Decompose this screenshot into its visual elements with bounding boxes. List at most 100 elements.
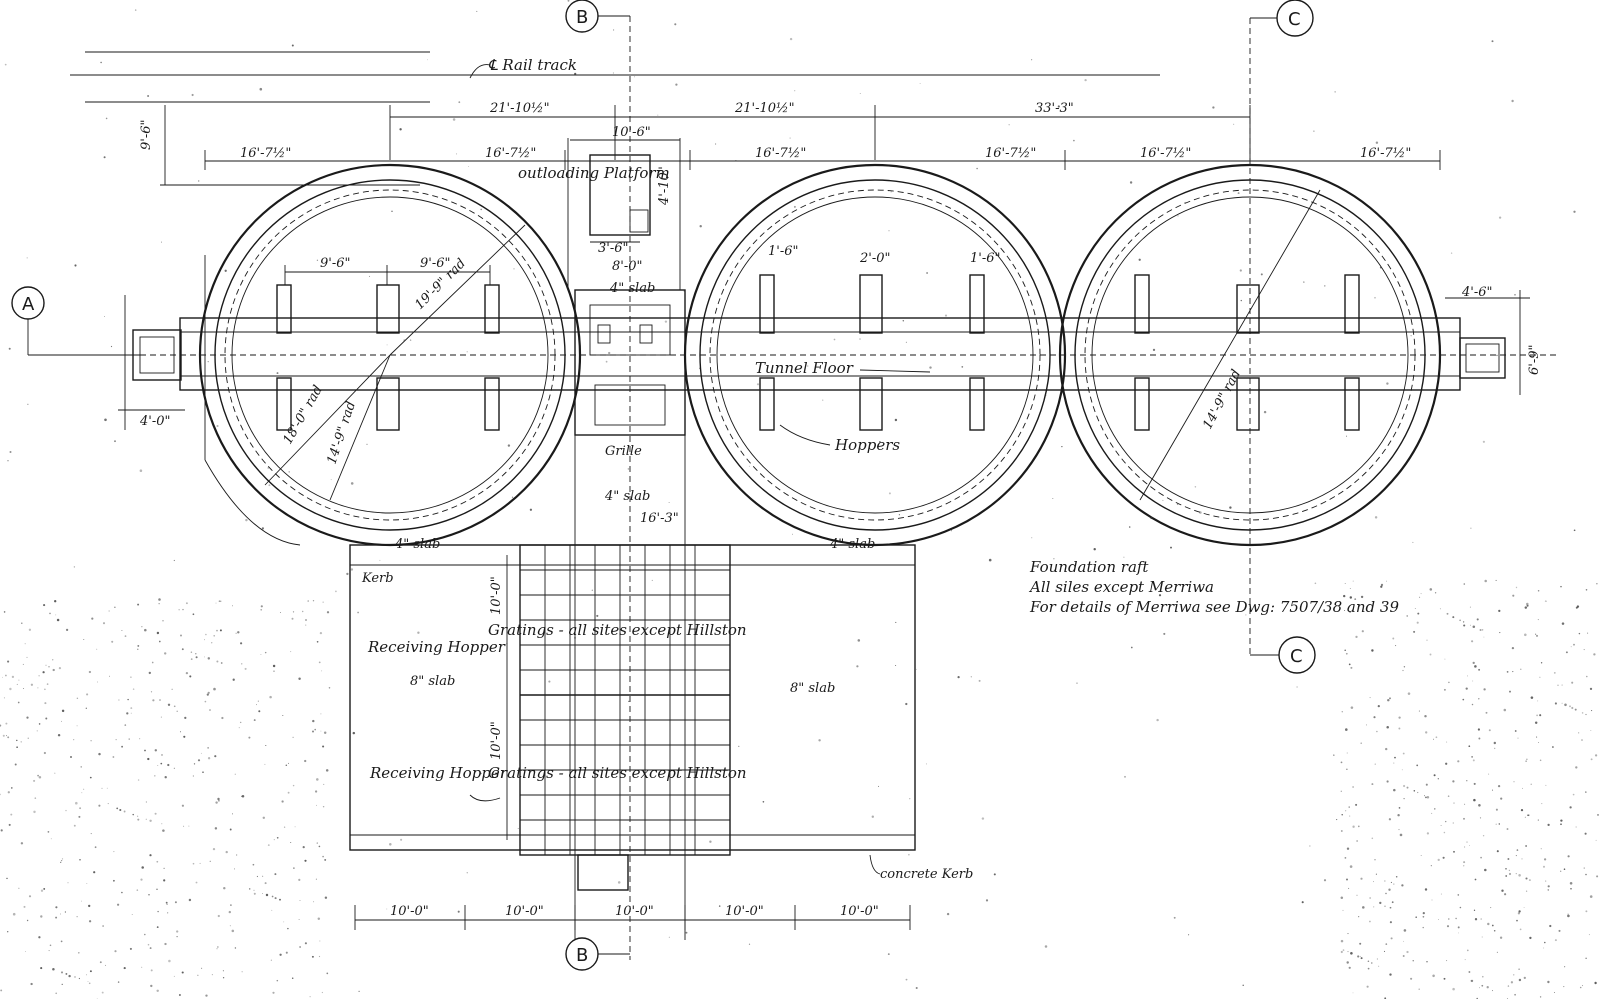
speckle-dot xyxy=(1194,486,1197,488)
speckle-dot xyxy=(1457,760,1460,763)
dim-tunnel-width: 8'-0" xyxy=(612,259,643,274)
speckle-dot xyxy=(37,687,39,689)
speckle-dot xyxy=(1416,764,1419,767)
speckle-dot xyxy=(1355,635,1358,639)
speckle-dot xyxy=(1389,697,1391,700)
speckle-dot xyxy=(217,797,220,801)
speckle-dot xyxy=(1418,710,1420,712)
speckle-dot xyxy=(292,736,294,739)
speckle-dot xyxy=(1412,960,1414,962)
speckle-dot xyxy=(1378,965,1380,967)
speckle-dot xyxy=(1537,619,1539,621)
speckle-dot xyxy=(1476,618,1479,621)
speckle-dot xyxy=(1349,611,1351,613)
speckle-dot xyxy=(285,764,288,767)
speckle-dot xyxy=(260,608,263,611)
speckle-dot xyxy=(124,724,127,726)
speckle-dot xyxy=(1501,889,1504,892)
speckle-dot xyxy=(1410,335,1412,337)
speckle-dot xyxy=(1498,823,1501,825)
speckle-dot xyxy=(144,749,146,752)
foundation-note: Foundation raft All siles except Merriwa… xyxy=(1028,558,1399,616)
speckle-dot xyxy=(143,933,146,936)
speckle-dot xyxy=(1483,688,1486,691)
speckle-dot xyxy=(1389,921,1392,924)
grille-label: Grille xyxy=(605,444,642,459)
speckle-dot xyxy=(117,981,120,983)
speckle-dot xyxy=(36,730,38,732)
speckle-dot xyxy=(10,787,13,789)
speckle-dot xyxy=(156,631,160,635)
speckle-dot xyxy=(128,738,130,740)
speckle-dot xyxy=(79,859,81,861)
speckle-dot xyxy=(1386,580,1388,582)
speckle-dot xyxy=(90,740,92,742)
speckle-dot xyxy=(319,631,323,635)
speckle-dot xyxy=(1374,296,1376,299)
speckle-dot xyxy=(1395,645,1397,647)
speckle-dot xyxy=(1390,881,1392,883)
speckle-dot xyxy=(271,909,273,911)
dim-hopper-spacing-1: 9'-6" xyxy=(320,256,351,271)
slab-4-label-b: 4" slab xyxy=(604,489,650,504)
speckle-dot xyxy=(195,881,198,884)
speckle-dot xyxy=(793,205,796,208)
speckle-dot xyxy=(206,693,209,696)
speckle-dot xyxy=(1469,606,1471,608)
speckle-dot xyxy=(1466,841,1468,843)
speckle-dot xyxy=(1491,40,1494,43)
speckle-dot xyxy=(1398,716,1401,719)
speckle-dot xyxy=(151,661,154,664)
speckle-dot xyxy=(44,688,46,691)
speckle-dot xyxy=(262,816,265,819)
speckle-dot xyxy=(192,862,195,865)
speckle-dot xyxy=(244,667,247,670)
dim-top-span-2: 21'-10½" xyxy=(734,101,795,116)
speckle-dot xyxy=(147,95,150,97)
speckle-dot xyxy=(718,905,721,907)
speckle-dot xyxy=(888,230,890,232)
speckle-dot xyxy=(137,603,140,606)
speckle-dot xyxy=(163,867,165,870)
speckle-dot xyxy=(1452,987,1455,991)
radius-lines: 19'-9" rad 18'-0" rad 14'-9" rad 14'-9" … xyxy=(264,189,1321,501)
speckle-dot xyxy=(320,713,322,715)
speckle-dot xyxy=(287,791,290,794)
speckle-dot xyxy=(190,651,193,654)
speckle-dot xyxy=(276,836,279,839)
speckle-dot xyxy=(231,929,235,933)
speckle-dot xyxy=(161,754,163,756)
speckle-dot xyxy=(699,225,702,228)
speckle-dot xyxy=(1536,714,1538,717)
speckle-dot xyxy=(1199,511,1202,514)
speckle-dot xyxy=(324,896,328,899)
receiving-area: 4" slab 4" slab Kerb 8" slab 8" slab con… xyxy=(349,511,973,882)
speckle-dot xyxy=(1158,594,1162,597)
speckle-dot xyxy=(44,702,47,705)
speckle-dot xyxy=(1581,739,1583,741)
speckle-dot xyxy=(1596,875,1599,878)
speckle-dot xyxy=(633,76,635,78)
speckle-dot xyxy=(1471,756,1473,758)
speckle-dot xyxy=(1466,780,1468,782)
speckle-dot xyxy=(1031,59,1033,61)
speckle-dot xyxy=(185,602,188,605)
dim-bottom-1: 10'-0" xyxy=(390,904,429,919)
speckle-dot xyxy=(195,653,197,655)
speckle-dot xyxy=(1515,855,1517,857)
speckle-dot xyxy=(188,898,192,902)
speckle-dot xyxy=(929,366,932,369)
speckle-dot xyxy=(216,424,219,428)
speckle-dot xyxy=(178,994,181,996)
speckle-dot xyxy=(1488,773,1490,775)
speckle-dot xyxy=(1563,868,1566,870)
speckle-dot xyxy=(229,925,231,927)
speckle-dot xyxy=(1536,634,1538,637)
dim-half-4: 16'-7½" xyxy=(985,146,1036,161)
speckle-dot xyxy=(1340,790,1342,792)
speckle-dot xyxy=(231,605,234,607)
speckle-dot xyxy=(158,640,161,643)
speckle-dot xyxy=(1177,215,1179,217)
speckle-dot xyxy=(457,910,460,913)
speckle-dot xyxy=(1163,632,1166,635)
